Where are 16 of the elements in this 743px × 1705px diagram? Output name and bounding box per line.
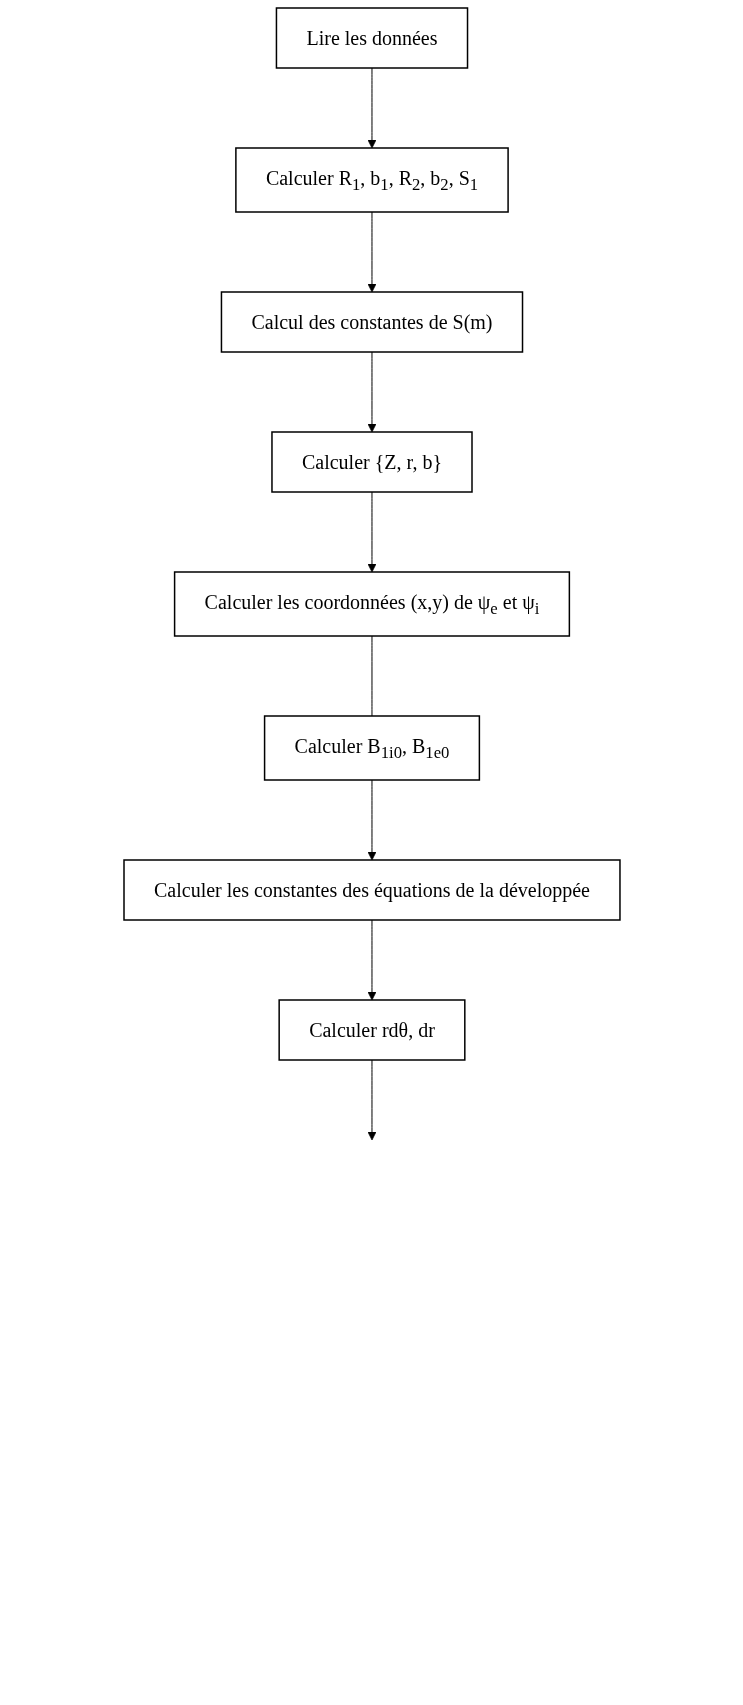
arrow	[367, 211, 376, 293]
arrow	[367, 919, 376, 1001]
arrow	[367, 1059, 376, 1141]
node-box: Calcul des constantes de S(m)	[220, 291, 523, 353]
node-box: Calculer les coordonnées (x,y) de ψ$_{e}$ et ψ$_{i}$	[173, 571, 570, 637]
node-box: Lire les données	[275, 7, 468, 69]
node-box: Calculer R$_{1}$, b$_{1}$, R$_{2}$, b$_{2}$, S$_{1}$	[234, 147, 509, 213]
arrow	[367, 491, 376, 573]
arrow	[367, 67, 376, 149]
arrow	[367, 779, 376, 861]
node-box: Calculer {Z, r, b}	[270, 431, 473, 493]
node-box: Calculer B$_{1i0}$, B$_{1e0}$	[263, 715, 480, 781]
node-box: Calculer les constantes des équations de la développée	[122, 859, 621, 921]
arrow	[367, 351, 376, 433]
connector	[371, 635, 372, 717]
node-box: Calculer rdθ, dr	[277, 999, 466, 1061]
